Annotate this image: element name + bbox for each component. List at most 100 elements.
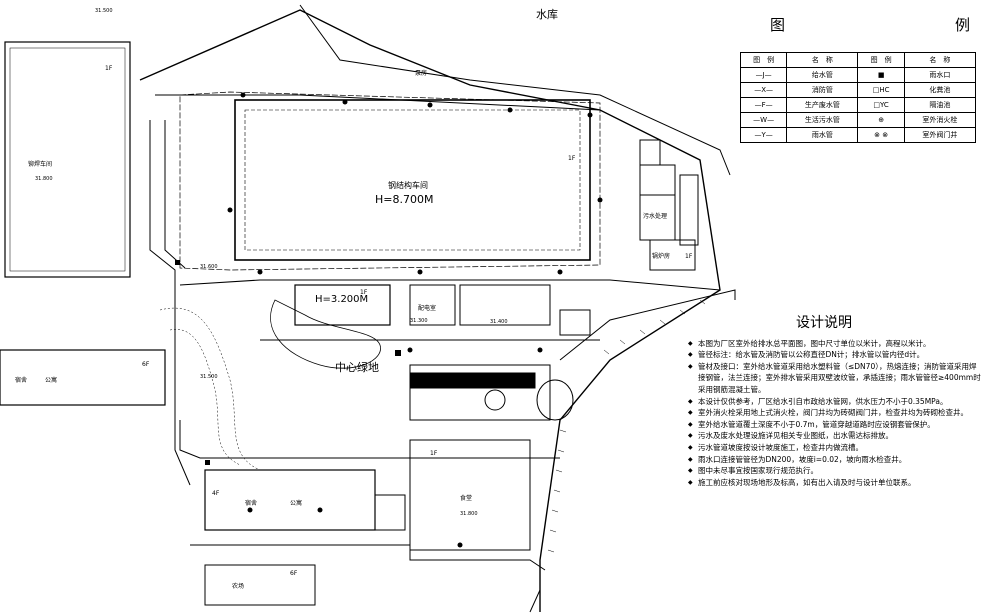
reservoir-shore <box>299 4 731 176</box>
design-notes-title: 设计说明 <box>796 315 852 331</box>
design-notes: 设计说明 本图为厂区室外给排水总平面图，图中尺寸单位以米计，高程以米计。 管径标… <box>688 315 982 489</box>
legend-symbol: ■ <box>857 67 905 83</box>
legend-row: —W— 生活污水管 ⊕ 室外消火栓 <box>739 112 977 128</box>
legend-title-a: 图 <box>770 16 786 34</box>
boiler-outline <box>649 239 696 271</box>
label-dorm-south-floor: 4F <box>212 490 220 497</box>
legend-symbol: —J— <box>739 67 788 83</box>
elevation-b: 31.800 <box>35 176 53 182</box>
road-east <box>559 289 736 361</box>
valve-well-marker <box>427 102 433 108</box>
canteen-bar <box>409 372 536 389</box>
elevation-f: 31.300 <box>410 318 428 324</box>
rain-inlet-marker <box>205 460 210 465</box>
legend-row: —Y— 雨水管 ⊗ ⊗ 室外阀门井 <box>739 127 977 143</box>
label-dorm-south: 宿舍 <box>245 499 257 507</box>
valve-well-marker <box>227 207 233 213</box>
rain-inlet-marker <box>395 350 401 356</box>
label-water-treatment: 污水处理 <box>643 212 667 220</box>
legend-row: —X— 消防管 □HC 化粪池 <box>739 82 977 98</box>
label-farm-floor: 6F <box>290 570 298 577</box>
road-far-sw <box>529 589 541 613</box>
design-note: 管材及接口：室外给水管道采用给水塑料管（≤DN70），热熔连接；消防管道采用焊接… <box>688 361 982 396</box>
label-dorm-south2: 公寓 <box>290 499 302 507</box>
east-block <box>679 174 699 246</box>
rain-inlet-marker <box>175 260 180 265</box>
legend-row: —J— 给水管 ■ 雨水口 <box>739 67 977 83</box>
valve-well-marker <box>597 197 603 203</box>
label-main-height: H=8.700M <box>375 193 433 206</box>
legend-header: 图 例 <box>857 52 905 68</box>
legend-name: 雨水口 <box>903 67 977 83</box>
legend-header: 图 例 <box>739 52 788 68</box>
label-office-height: H=3.200M <box>315 294 368 305</box>
label-office-floor: 1F <box>360 289 368 296</box>
legend-symbol: □HC <box>857 82 905 98</box>
design-note: 管径标注：给水管及消防管以公称直径DN计；排水管以管内径d计。 <box>688 349 982 361</box>
elevation-c: 31.400 <box>490 319 508 325</box>
pipe-loop <box>179 91 601 271</box>
design-note: 污水管道坡度按设计坡度施工，检查井内做流槽。 <box>688 442 982 454</box>
east-room-outline <box>559 309 591 336</box>
valve-well-marker <box>557 269 563 275</box>
label-dorm-north2: 公寓 <box>45 376 57 384</box>
dorm-south-stairs <box>374 494 406 531</box>
design-note: 雨水口连接管管径为DN200，坡度i=0.02，坡向雨水检查井。 <box>688 454 982 466</box>
basketball-court <box>484 389 506 411</box>
legend-name: 生活污水管 <box>786 112 859 128</box>
sports-field <box>536 379 574 421</box>
label-dorm-north-floor: 6F <box>142 361 150 368</box>
valve-well-marker <box>342 99 348 105</box>
label-ne-floor: 1F <box>568 155 576 162</box>
ne-block-1 <box>639 139 661 166</box>
valve-well-marker <box>537 347 543 353</box>
legend-symbol: —F— <box>739 97 788 113</box>
elevation-e: 31.800 <box>460 511 478 517</box>
label-reservoir: 水库 <box>536 8 558 21</box>
legend-name: 消防管 <box>786 82 859 98</box>
hill-contour <box>159 307 261 471</box>
label-main-workshop: 钢结构车间 <box>388 180 428 190</box>
office-outline <box>294 284 391 326</box>
road-middle <box>179 279 721 291</box>
road-west-inner <box>164 120 186 269</box>
road-west <box>149 120 191 486</box>
farm-outline <box>204 564 316 606</box>
legend-title: 图 例 <box>770 14 970 35</box>
label-east-floor: 1F <box>685 253 693 260</box>
valve-well-marker <box>587 112 593 118</box>
design-note: 污水及废水处理设施详见相关专业图纸，出水需达标排放。 <box>688 430 982 442</box>
elevation-a: 31.500 <box>95 8 113 14</box>
site-boundary <box>139 9 721 612</box>
label-workshop-left-floor: 1F <box>105 65 113 72</box>
legend-symbol: —W— <box>739 112 788 128</box>
legend-header: 名 称 <box>786 52 859 68</box>
legend-symbol: □YC <box>857 97 905 113</box>
road-north <box>155 94 601 111</box>
workshop-left-inner <box>9 47 126 272</box>
main-workshop-inner <box>244 109 581 251</box>
ne-block-2 <box>639 164 676 196</box>
design-note: 本设计仅供参考，厂区给水引自市政给水管网，供水压力不小于0.35MPa。 <box>688 396 982 408</box>
legend-name: 给水管 <box>786 67 859 83</box>
legend-name: 化粪池 <box>903 82 977 98</box>
design-note: 本图为厂区室外给排水总平面图，图中尺寸单位以米计，高程以米计。 <box>688 338 982 350</box>
legend-table: 图 例 名 称 图 例 名 称 —J— 给水管 ■ 雨水口 —X— 消防管 □H… <box>739 52 977 143</box>
small-room-outline <box>409 284 456 326</box>
design-notes-list: 本图为厂区室外给排水总平面图，图中尺寸单位以米计，高程以米计。 管径标注：给水管… <box>688 338 982 489</box>
legend-name: 室外阀门井 <box>903 127 977 143</box>
legend-header: 名 称 <box>903 52 977 68</box>
label-small-room: 配电室 <box>418 304 436 312</box>
elevation-d: 31.500 <box>200 374 218 380</box>
boundary-ticks <box>547 299 706 553</box>
workshop-left-outline <box>4 41 131 278</box>
canteen-hall-outline <box>409 364 551 421</box>
legend-symbol: ⊕ <box>857 112 905 128</box>
label-farm: 农场 <box>232 582 244 590</box>
design-note: 室外消火栓采用地上式消火栓，阀门井均为砖砌阀门井，检查井均为砖砌检查井。 <box>688 407 982 419</box>
canteen-outline <box>409 439 531 551</box>
valve-well-marker <box>457 542 463 548</box>
legend-name: 雨水管 <box>786 127 859 143</box>
label-canteen: 食堂 <box>460 494 472 502</box>
